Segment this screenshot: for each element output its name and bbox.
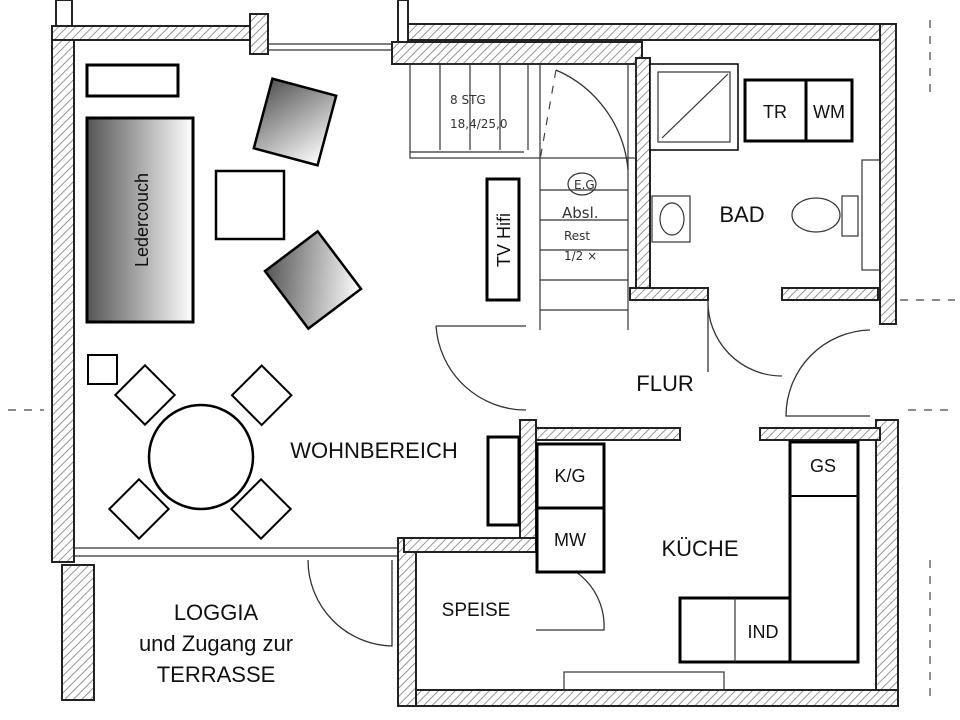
dining-table[interactable] [147, 403, 255, 511]
room-loggia: LOGGIA [174, 600, 259, 625]
stair-absl: Absl. [562, 204, 599, 222]
reference-lines [8, 20, 955, 700]
window-bath [861, 159, 881, 271]
wall-loggia-left [61, 564, 95, 701]
chair-bottom-left[interactable] [107, 477, 171, 541]
washing-machine[interactable] [804, 78, 854, 143]
chair-top-right[interactable] [230, 364, 293, 427]
chair-bottom-right[interactable] [229, 477, 293, 541]
room-labels: BAD FLUR WOHNBEREICH KÜCHE SPEISE LOGGIA… [139, 202, 765, 687]
wall-left [51, 25, 75, 563]
stair-ratio: 18,4/25,0 [450, 117, 507, 131]
room-wohnbereich: WOHNBEREICH [290, 438, 457, 463]
doors [307, 299, 871, 691]
stair-rest: Rest [564, 229, 590, 243]
chair-top-left[interactable] [113, 363, 177, 427]
room-terrasse: TERRASSE [157, 662, 276, 687]
side-table[interactable] [87, 354, 118, 385]
room-loggia-sub: und Zugang zur [139, 631, 293, 656]
tv-hifi[interactable] [485, 177, 521, 302]
staircase: 8 STG 18,4/25,0 E.G Absl. Rest 1/2 × [409, 63, 637, 330]
couch[interactable] [85, 116, 195, 324]
room-flur: FLUR [636, 371, 693, 396]
living-furniture: Ledercouch TV Hifi [85, 63, 521, 541]
wall-bottom [397, 689, 899, 707]
dishwasher-label: GS [810, 456, 836, 476]
wall-speise-top [403, 537, 537, 553]
wall-top-left [51, 25, 265, 41]
sideboard[interactable] [85, 63, 180, 98]
toilet-tank [841, 195, 859, 237]
fridge[interactable] [535, 442, 606, 510]
fridge-label: K/G [554, 466, 585, 486]
sink-basin [659, 202, 685, 236]
dryer-label: TR [763, 102, 787, 122]
wall-speise-left [397, 537, 417, 707]
armchair-bottom[interactable] [263, 229, 363, 331]
tv-label: TV Hifi [494, 213, 514, 267]
microwave[interactable] [535, 506, 606, 574]
stair-rest-ratio: 1/2 × [564, 249, 597, 263]
room-speise: SPEISE [442, 600, 511, 621]
toilet [791, 197, 841, 233]
window-kitchen [563, 671, 725, 691]
door-flur-right[interactable] [785, 329, 871, 417]
sink [651, 195, 691, 243]
wall-column-top [249, 13, 269, 55]
wall-right-lower [875, 419, 899, 706]
stair-eg: E.G [574, 178, 595, 192]
wall-kitchen-top [535, 427, 681, 441]
counter-right[interactable] [788, 440, 860, 664]
wall-right-upper [879, 23, 897, 325]
room-bad: BAD [719, 202, 764, 227]
wall-pillar [55, 0, 73, 27]
room-kueche: KÜCHE [661, 536, 738, 561]
induction-label: IND [748, 622, 779, 642]
door-living-stair[interactable] [435, 325, 527, 411]
wall-bath-left [635, 57, 651, 289]
bath-fixtures [649, 63, 881, 271]
coffee-table[interactable] [214, 169, 286, 241]
bath-appliances: TR WM [743, 78, 854, 143]
stair-steps: 8 STG [450, 93, 486, 107]
shelf[interactable] [486, 435, 521, 527]
door-bath[interactable] [707, 299, 783, 377]
wall-kitchen-left [519, 419, 537, 547]
wall-bath-bottom-right [781, 287, 879, 301]
walls [51, 0, 899, 707]
washing-machine-label: WM [813, 102, 845, 122]
wall-top-right [405, 23, 897, 41]
microwave-label: MW [554, 530, 586, 550]
wall-top-mid [391, 41, 643, 65]
wall-bath-bottom-left [629, 287, 709, 301]
door-loggia[interactable] [307, 559, 393, 647]
wall-kitchen-top-right [759, 427, 881, 441]
armchair-top[interactable] [252, 77, 338, 167]
dryer[interactable] [743, 78, 808, 143]
kitchen-appliances: K/G MW GS IND [535, 440, 860, 664]
couch-label: Ledercouch [132, 173, 152, 267]
